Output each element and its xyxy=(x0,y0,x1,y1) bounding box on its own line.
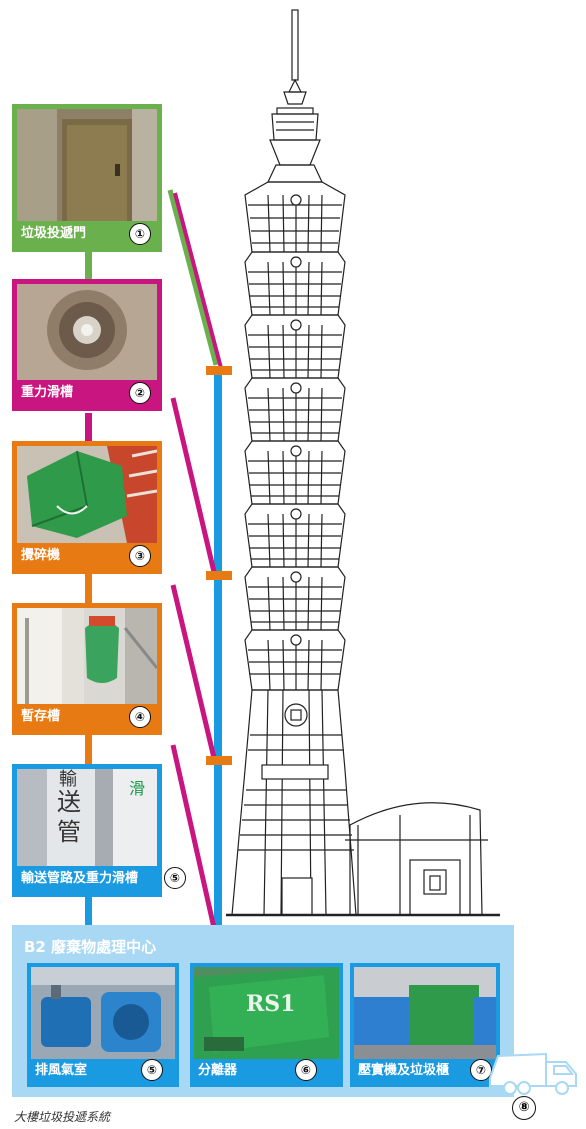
pipe-label-right: 滑 xyxy=(129,779,146,798)
step-card-storage-tank: 暫存槽 ④ xyxy=(12,603,162,735)
step-label: 輸送管路及重力滑槽 xyxy=(17,866,157,892)
b2-unit-number-badge: ⑥ xyxy=(295,1059,317,1081)
b2-unit-compactor: 壓實機及垃圾櫃 ⑦ xyxy=(350,963,500,1087)
garbage-truck-icon xyxy=(489,1052,577,1095)
step-number-badge: ⑤ xyxy=(164,867,186,889)
storage-tank-photo-icon xyxy=(17,608,157,704)
compactor-photo-icon xyxy=(354,967,496,1059)
b2-unit-number-badge: ⑦ xyxy=(470,1059,492,1081)
pipe-label-top: 輸 xyxy=(59,769,77,790)
connector-3-4 xyxy=(85,573,92,605)
connector-2-3 xyxy=(85,413,92,443)
figure-caption: 大樓垃圾投遞系統 xyxy=(14,1110,111,1124)
b2-unit-exhaust-room: 排風氣室 ⑤ xyxy=(27,963,179,1087)
step-card-shredder: 攪碎機 ③ xyxy=(12,441,162,574)
b2-unit-label: 分離器 xyxy=(194,1059,339,1083)
connector-1-2 xyxy=(85,248,92,280)
chute-photo-icon xyxy=(17,284,157,380)
b2-title: B2 廢棄物處理中心 xyxy=(24,938,157,956)
connector-4-5 xyxy=(85,733,92,765)
step-number-badge: ① xyxy=(129,223,151,245)
step-number-badge: ② xyxy=(129,382,151,404)
step-number-badge: ③ xyxy=(129,545,151,567)
step-card-gravity-chute: 重力滑槽 ② xyxy=(12,279,162,411)
b2-unit-separator: RS1 分離器 ⑥ xyxy=(190,963,343,1087)
connector-5-b2 xyxy=(85,896,92,926)
pipe-label-chars: 送 管 xyxy=(57,788,81,846)
truck-number-badge: ⑧ xyxy=(512,1096,536,1120)
separator-mark: RS1 xyxy=(246,991,296,1017)
pipeline-photo-icon xyxy=(17,769,157,866)
b2-unit-label: 壓實機及垃圾櫃 xyxy=(354,1059,496,1083)
separator-photo-icon xyxy=(194,967,339,1059)
b2-unit-number-badge: ⑤ xyxy=(141,1059,163,1081)
shredder-photo-icon xyxy=(17,446,157,543)
door-photo-icon xyxy=(17,109,157,221)
step-number-badge: ④ xyxy=(129,706,151,728)
step-card-disposal-door: 垃圾投遞門 ① xyxy=(12,104,162,252)
step-card-pipeline: 輸 送 管 滑 輸送管路及重力滑槽 xyxy=(12,764,162,897)
exhaust-room-photo-icon xyxy=(31,967,175,1059)
